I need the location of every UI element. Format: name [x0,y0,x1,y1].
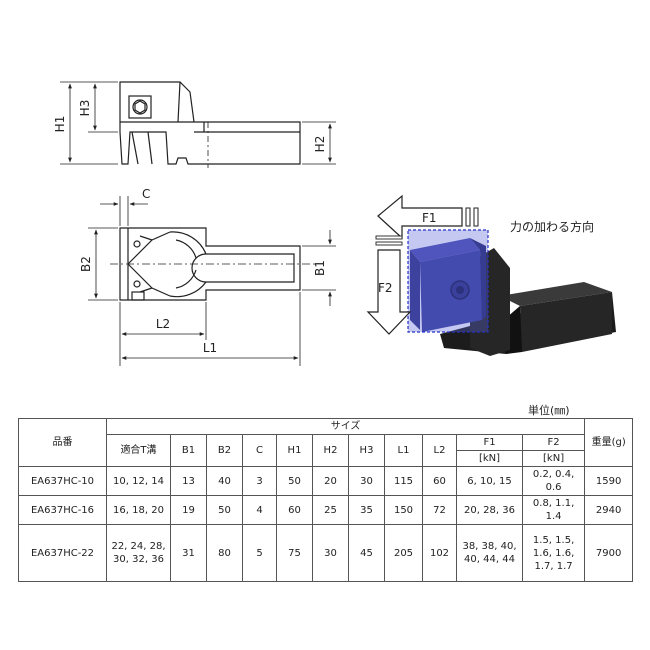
cell-l1: 115 [384,466,423,496]
force-label-f2: F2 [378,281,393,295]
header-f2: F2 [521,434,586,451]
header-f1-unit: [kN] [456,450,523,467]
header-c: C [242,434,277,467]
dim-label-h3: H3 [78,100,92,117]
cell-l2: 72 [422,495,457,525]
cell-part-no: EA637HC-16 [18,495,107,525]
top-view-dimensions [88,196,336,366]
cell-b2: 50 [206,495,243,525]
header-slot: 適合T溝 [106,434,171,467]
cell-l1: 150 [384,495,423,525]
cell-h1: 50 [276,466,313,496]
cell-b2: 80 [206,524,243,582]
dim-label-h2: H2 [313,136,327,153]
header-l2: L2 [422,434,457,467]
header-l1: L1 [384,434,423,467]
cell-f1: 20, 28, 36 [456,495,523,525]
cell-f2: 0.2, 0.4, 0.6 [521,466,586,496]
cell-b2: 40 [206,466,243,496]
unit-note: 単位(㎜) [528,404,570,417]
dim-label-b1: B1 [313,260,327,276]
side-view-dimensions [60,81,336,165]
cell-weight: 1590 [584,466,634,496]
cell-part-no: EA637HC-22 [18,524,107,582]
cell-slot: 22, 24, 28, 30, 32, 36 [106,524,171,582]
dim-label-l2: L2 [156,317,170,331]
dim-label-b2: B2 [79,256,93,272]
spec-table: 品番 サイズ 重量(g) 適合T溝 B1 B2 C H1 H2 H3 L1 L2… [18,418,634,582]
cell-part-no: EA637HC-10 [18,466,107,496]
top-view [119,227,301,301]
cell-h2: 30 [312,524,349,582]
header-b2: B2 [206,434,243,467]
cell-slot: 16, 18, 20 [106,495,171,525]
cell-l2: 102 [422,524,457,582]
cell-h1: 75 [276,524,313,582]
cell-h3: 45 [348,524,385,582]
cell-h2: 25 [312,495,349,525]
dim-label-h1: H1 [53,116,67,133]
cell-weight: 7900 [584,524,634,582]
header-h3: H3 [348,434,385,467]
cell-f1: 6, 10, 15 [456,466,523,496]
header-size-group: サイズ [105,418,586,435]
cell-b1: 13 [170,466,207,496]
header-h1: H1 [276,434,313,467]
product-3d-view [407,229,616,356]
technical-drawings: H1 H3 H2 C B2 B1 [53,81,616,366]
force-direction-caption: 力の加わる方向 [510,219,594,234]
cell-c: 4 [242,495,277,525]
force-arrow-f2 [366,235,412,335]
header-b1: B1 [170,434,207,467]
cell-h3: 30 [348,466,385,496]
header-h2: H2 [312,434,349,467]
cell-weight: 2940 [584,495,634,525]
dim-label-l1: L1 [203,341,217,355]
cell-f2: 1.5, 1.5, 1.6, 1.6, 1.7, 1.7 [521,524,586,582]
cell-c: 5 [242,524,277,582]
cell-h2: 20 [312,466,349,496]
table-row: EA637HC-16 16, 18, 20 19 50 4 60 25 35 1… [18,495,634,525]
force-label-f1: F1 [422,211,437,225]
cell-l2: 60 [422,466,457,496]
cell-b1: 19 [170,495,207,525]
side-view [119,81,301,168]
cell-h3: 35 [348,495,385,525]
header-f1: F1 [456,434,523,451]
header-part-no: 品番 [18,418,107,467]
cell-f2: 0.8, 1.1, 1.4 [521,495,586,525]
cell-slot: 10, 12, 14 [106,466,171,496]
header-weight: 重量(g) [584,418,634,467]
table-row: EA637HC-22 22, 24, 28, 30, 32, 36 31 80 … [18,524,634,582]
table-row: EA637HC-10 10, 12, 14 13 40 3 50 20 30 1… [18,466,634,496]
cell-c: 3 [242,466,277,496]
cell-b1: 31 [170,524,207,582]
cell-h1: 60 [276,495,313,525]
dim-label-c: C [142,187,150,201]
cell-l1: 205 [384,524,423,582]
cell-f1: 38, 38, 40, 40, 44, 44 [456,524,523,582]
header-f2-unit: [kN] [521,450,586,467]
